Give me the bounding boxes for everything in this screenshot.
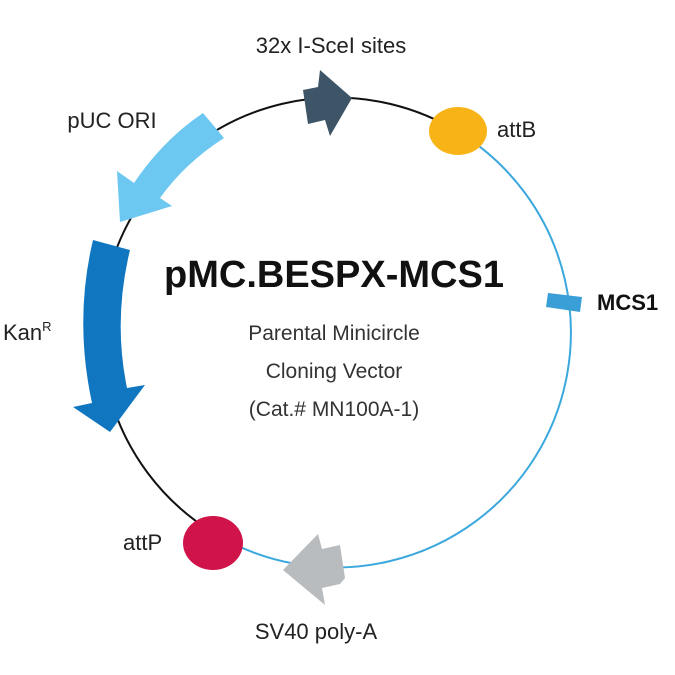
kanr-arrow: [73, 240, 145, 432]
attb-site: [429, 107, 487, 155]
attp-label: attP: [123, 530, 162, 555]
minicircle-backbone-arc: [211, 132, 572, 569]
attp-site: [183, 516, 243, 570]
description-line-2: Cloning Vector: [266, 360, 403, 383]
kanr-label: KanR: [3, 319, 52, 345]
description-line-3: (Cat.# MN100A-1): [249, 398, 419, 421]
mcs1-marker: [546, 293, 582, 312]
kanr-label-superscript: R: [42, 319, 51, 334]
puc-ori-arrow: [117, 113, 224, 222]
isce1-label: 32x I-SceI sites: [256, 33, 406, 58]
mcs1-label: MCS1: [597, 290, 658, 315]
plasmid-name: pMC.BESPX-MCS1: [164, 254, 504, 296]
sv40-label: SV40 poly-A: [255, 619, 378, 644]
attb-label: attB: [497, 117, 536, 142]
isce1-sites-arrow: [303, 70, 352, 136]
description-line-1: Parental Minicircle: [248, 322, 420, 345]
sv40-polya-arrow: [283, 534, 345, 605]
kanr-label-main: Kan: [3, 320, 42, 345]
puc-ori-label: pUC ORI: [67, 108, 156, 133]
